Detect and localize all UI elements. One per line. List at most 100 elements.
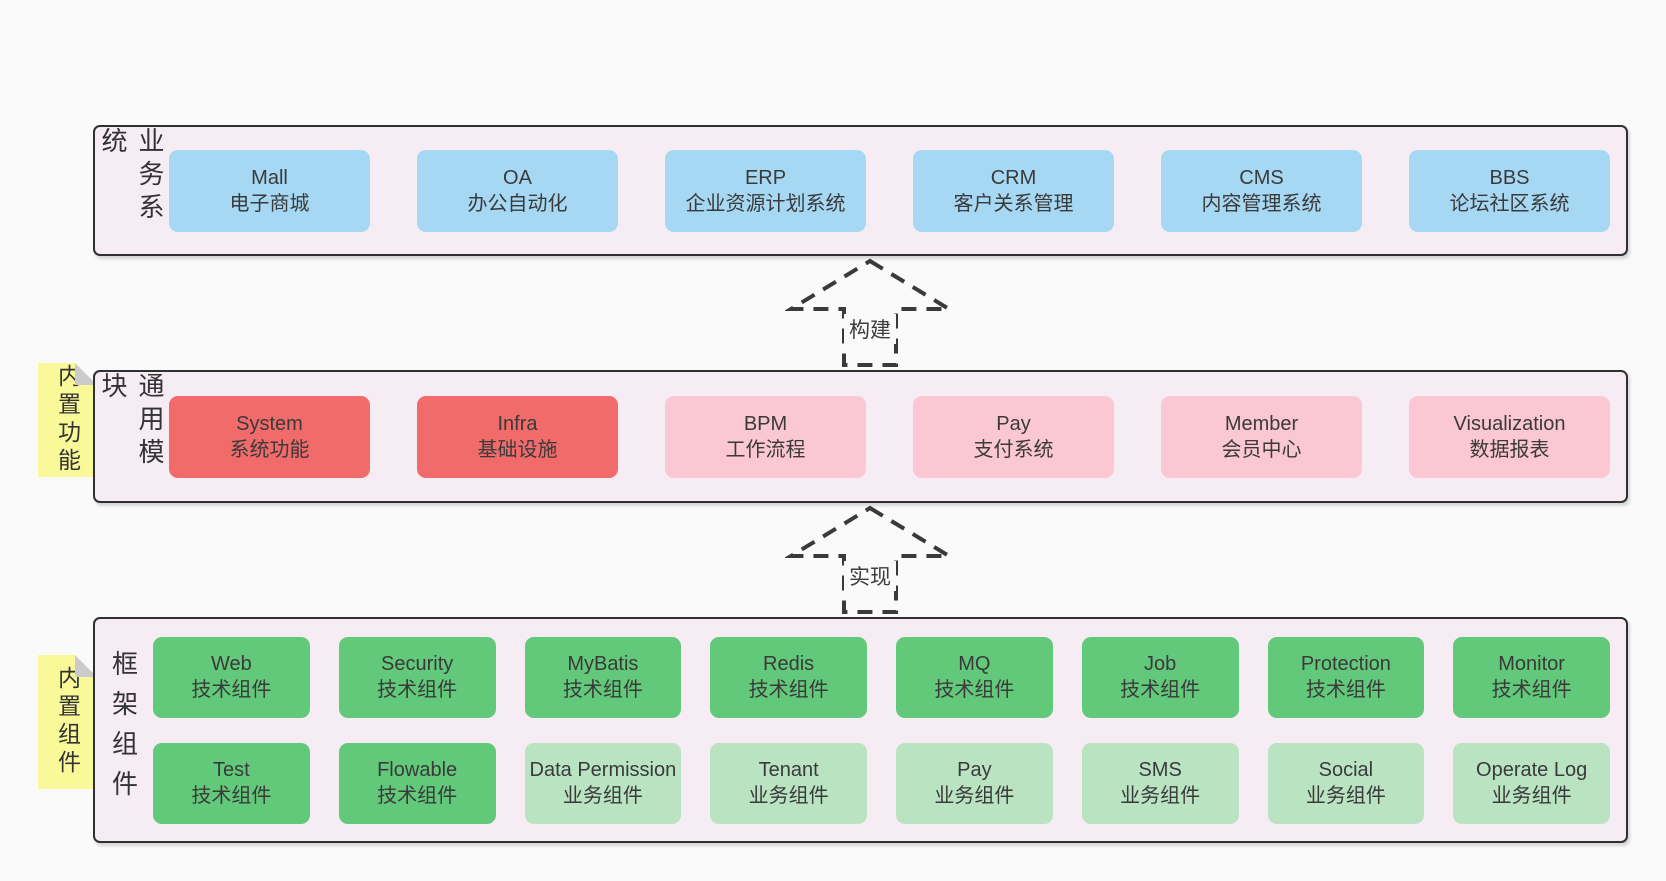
box-subtitle: 业务组件 [562, 785, 643, 807]
band-framework-components: 框架组件 Web 技术组件 Security 技术组件 MyBatis 技术组件… [93, 617, 1628, 843]
box-subtitle: 数据报表 [1469, 438, 1550, 461]
box-title: Job [1144, 653, 1177, 675]
box-infra: Infra 基础设施 [417, 395, 618, 478]
band-label-business-systems: 业务系统 [98, 127, 165, 226]
band-label-common-modules: 通用模块 [98, 372, 165, 471]
box-title: Pay [996, 412, 1031, 435]
box-subtitle: 工作流程 [725, 438, 806, 461]
common-modules-boxes: System 系统功能 Infra 基础设施 BPM 工作流程 Pay 支付系统… [169, 372, 1626, 501]
box-title: Monitor [1498, 653, 1565, 675]
box-visualization: Visualization 数据报表 [1409, 395, 1610, 478]
box-job: Job 技术组件 [1081, 636, 1239, 718]
box-title: OA [503, 166, 532, 189]
band-business-systems: 业务系统 Mall 电子商城 OA 办公自动化 ERP 企业资源计划系统 CRM… [93, 125, 1628, 256]
box-subtitle: 技术组件 [377, 679, 458, 701]
box-subtitle: 企业资源计划系统 [685, 192, 846, 215]
box-title: Infra [497, 412, 538, 435]
box-crm: CRM 客户关系管理 [913, 149, 1114, 232]
box-title: System [236, 412, 303, 435]
box-title: Redis [763, 653, 815, 675]
box-subtitle: 技术组件 [1305, 679, 1386, 701]
box-subtitle: 技术组件 [191, 679, 272, 701]
box-title: Data Permission [529, 759, 677, 781]
box-title: Flowable [377, 759, 458, 781]
box-title: BBS [1489, 166, 1530, 189]
box-pay-component: Pay 业务组件 [896, 742, 1053, 824]
box-title: Security [381, 653, 454, 675]
box-mall: Mall 电子商城 [169, 149, 370, 232]
box-subtitle: 业务组件 [934, 785, 1015, 807]
box-subtitle: 技术组件 [377, 785, 458, 807]
box-title: Member [1224, 412, 1299, 435]
box-cms: CMS 内容管理系统 [1161, 149, 1362, 232]
box-subtitle: 技术组件 [562, 679, 643, 701]
box-pay: Pay 支付系统 [913, 395, 1114, 478]
box-social: Social 业务组件 [1267, 742, 1425, 824]
box-monitor: Monitor 技术组件 [1453, 636, 1610, 718]
box-title: MQ [958, 653, 991, 675]
box-data-permission: Data Permission 业务组件 [524, 742, 682, 824]
box-subtitle: 技术组件 [1120, 679, 1201, 701]
box-subtitle: 论坛社区系统 [1449, 192, 1570, 215]
box-subtitle: 会员中心 [1221, 438, 1302, 461]
box-bbs: BBS 论坛社区系统 [1409, 149, 1610, 232]
box-redis: Redis 技术组件 [710, 636, 867, 718]
box-subtitle: 办公自动化 [467, 192, 568, 215]
box-tenant: Tenant 业务组件 [710, 742, 867, 824]
box-subtitle: 内容管理系统 [1201, 192, 1322, 215]
box-subtitle: 客户关系管理 [953, 192, 1074, 215]
box-title: Test [213, 759, 250, 781]
sticky-note-builtin-components: 内置组件 [38, 655, 97, 789]
box-subtitle: 业务组件 [1120, 785, 1201, 807]
business-systems-boxes: Mall 电子商城 OA 办公自动化 ERP 企业资源计划系统 CRM 客户关系… [169, 127, 1626, 254]
box-mq: MQ 技术组件 [896, 636, 1053, 718]
band-common-modules: 通用模块 System 系统功能 Infra 基础设施 BPM 工作流程 Pay… [93, 370, 1628, 503]
box-oa: OA 办公自动化 [417, 149, 618, 232]
box-bpm: BPM 工作流程 [665, 395, 866, 478]
band-label-framework-components: 框架组件 [108, 650, 139, 810]
up-arrow-dashed-icon [785, 258, 955, 367]
box-test: Test 技术组件 [153, 742, 310, 824]
box-member: Member 会员中心 [1161, 395, 1362, 478]
box-protection: Protection 技术组件 [1267, 636, 1425, 718]
box-subtitle: 业务组件 [1305, 785, 1386, 807]
box-subtitle: 电子商城 [229, 192, 310, 215]
sticky-note-label: 内置组件 [54, 666, 81, 778]
box-title: MyBatis [567, 653, 639, 675]
box-title: Pay [957, 759, 992, 781]
box-subtitle: 系统功能 [229, 438, 310, 461]
box-title: BPM [743, 412, 788, 435]
sticky-note-builtin-features: 内置功能 [38, 363, 97, 477]
box-subtitle: 技术组件 [1491, 679, 1572, 701]
arrow-build-label: 构建 [844, 314, 896, 344]
box-title: CMS [1239, 166, 1284, 189]
box-title: CRM [990, 166, 1037, 189]
box-title: Tenant [758, 759, 819, 781]
box-title: SMS [1138, 759, 1182, 781]
implement-arrow-icon: 实现 [785, 504, 955, 616]
up-arrow-dashed-icon [785, 505, 955, 614]
box-security: Security 技术组件 [338, 636, 496, 718]
box-title: Social [1318, 759, 1374, 781]
box-sms: SMS 业务组件 [1081, 742, 1239, 824]
box-web: Web 技术组件 [153, 636, 310, 718]
box-subtitle: 业务组件 [748, 785, 829, 807]
box-title: Web [210, 653, 252, 675]
build-arrow-icon: 构建 [785, 257, 955, 369]
box-mybatis: MyBatis 技术组件 [524, 636, 682, 718]
box-title: Operate Log [1476, 759, 1588, 781]
box-subtitle: 支付系统 [973, 438, 1054, 461]
box-title: Mall [251, 166, 288, 189]
box-system: System 系统功能 [169, 395, 370, 478]
framework-components-boxes: Web 技术组件 Security 技术组件 MyBatis 技术组件 Redi… [153, 619, 1626, 841]
box-title: Visualization [1453, 412, 1566, 435]
box-operate-log: Operate Log 业务组件 [1453, 742, 1610, 824]
box-title: ERP [744, 166, 787, 189]
box-subtitle: 技术组件 [748, 679, 829, 701]
box-subtitle: 业务组件 [1491, 785, 1572, 807]
box-subtitle: 基础设施 [477, 438, 558, 461]
box-subtitle: 技术组件 [191, 785, 272, 807]
box-subtitle: 技术组件 [934, 679, 1015, 701]
box-erp: ERP 企业资源计划系统 [665, 149, 866, 232]
